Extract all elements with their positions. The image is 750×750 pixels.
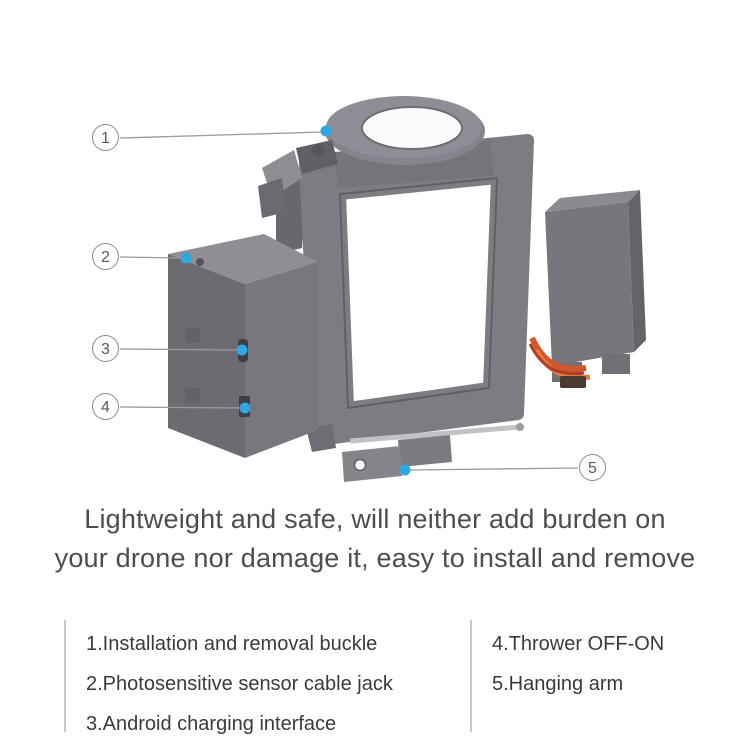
callout-5: 5 <box>579 454 606 481</box>
marker-dots <box>180 125 411 476</box>
cables <box>528 336 591 388</box>
top-ring <box>325 96 494 188</box>
legend-column-left: 1.Installation and removal buckle 2.Phot… <box>86 624 456 744</box>
tagline-line-2: your drone nor damage it, easy to instal… <box>54 543 696 573</box>
callout-3: 3 <box>92 335 119 362</box>
legend-item: 1.Installation and removal buckle <box>86 633 378 655</box>
leader-lines <box>119 131 579 471</box>
legend-divider-left <box>64 620 66 732</box>
hanging-arm <box>342 423 524 482</box>
marker-dot-4 <box>239 402 251 414</box>
callout-2: 2 <box>92 243 119 270</box>
legend-item: 5.Hanging arm <box>492 673 624 695</box>
tagline: Lightweight and safe, will neither add b… <box>0 500 750 578</box>
marker-dot-1 <box>320 125 332 137</box>
marker-dot-5 <box>399 464 411 476</box>
callout-4: 4 <box>92 393 119 420</box>
legend-divider-right <box>470 620 472 732</box>
right-module <box>545 190 646 382</box>
tagline-line-1: Lightweight and safe, will neither add b… <box>84 504 666 534</box>
legend-column-right: 4.Thrower OFF-ON 5.Hanging arm <box>492 624 732 704</box>
legend-item: 2.Photosensitive sensor cable jack <box>86 673 393 695</box>
marker-dot-3 <box>236 344 248 356</box>
marker-dot-2 <box>180 252 192 264</box>
legend-item: 3.Android charging interface <box>86 713 337 735</box>
buckle <box>258 140 338 218</box>
callout-1: 1 <box>92 124 119 151</box>
legend-item: 4.Thrower OFF-ON <box>492 633 665 655</box>
